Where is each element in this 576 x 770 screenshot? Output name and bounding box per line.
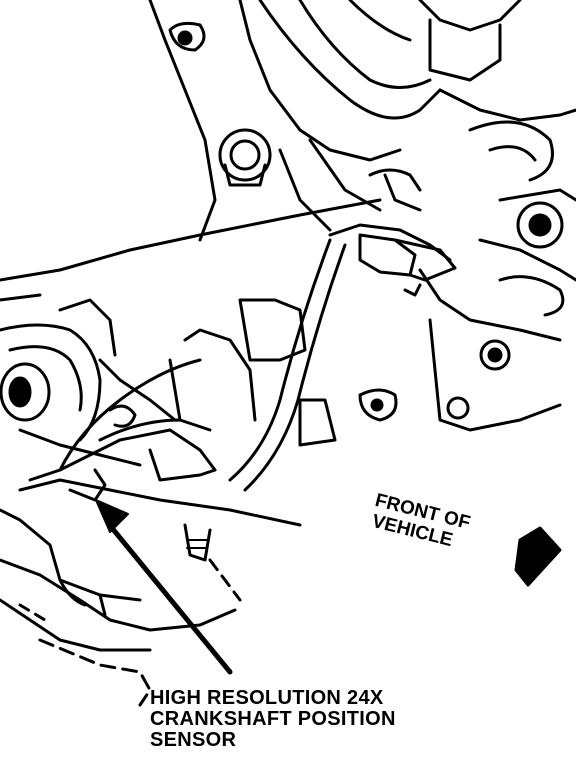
front-direction-arrow — [514, 526, 562, 587]
sensor-callout-label: HIGH RESOLUTION 24X CRANKSHAFT POSITION … — [150, 688, 510, 751]
crankshaft-hub — [0, 198, 382, 467]
engine-block — [148, 0, 576, 432]
sensor-callout-line-3: SENSOR — [150, 729, 237, 751]
mounting-bolt — [218, 128, 422, 232]
sensor-callout-line-1: HIGH RESOLUTION 24X — [150, 687, 384, 709]
sensor-connector — [328, 173, 457, 297]
callout-arrow — [95, 499, 233, 675]
sensor-callout-line-2: CRANKSHAFT POSITION — [150, 708, 396, 730]
oil-pan — [0, 478, 302, 707]
sensor-bracket — [28, 238, 398, 502]
